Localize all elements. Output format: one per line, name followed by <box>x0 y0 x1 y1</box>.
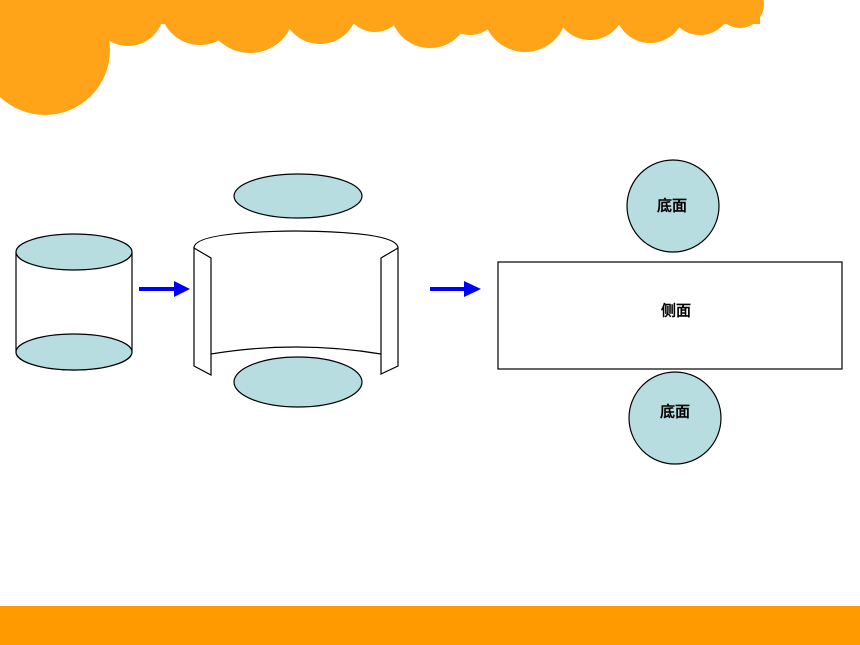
curved-lateral-surface <box>193 230 399 376</box>
net-top-base-label: 底面 <box>657 197 687 215</box>
footer-band <box>0 606 860 645</box>
cylinder-closed <box>15 233 133 371</box>
cylinder-bottom-base <box>15 333 133 371</box>
net-lateral-rectangle <box>497 261 843 370</box>
detached-bottom-base <box>233 356 363 408</box>
cylinder-net: 底面 侧面 底面 <box>497 159 843 465</box>
arrow-right-icon <box>430 281 481 297</box>
net-top-base-circle <box>626 159 720 253</box>
cylinder-opened <box>193 173 399 408</box>
net-lateral-label: 侧面 <box>661 302 691 320</box>
header-cloud-decoration <box>0 0 764 115</box>
net-bottom-base-label: 底面 <box>660 403 690 421</box>
detached-top-base <box>233 173 363 219</box>
cylinder-top-base <box>15 233 133 271</box>
net-bottom-base-circle <box>628 371 722 465</box>
arrow-right-icon <box>139 281 190 297</box>
